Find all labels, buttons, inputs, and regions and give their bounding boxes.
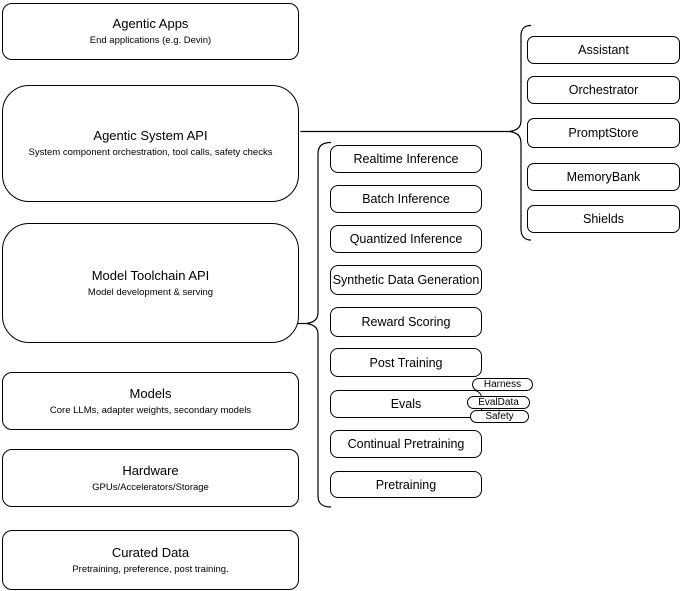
node-continual-pretraining: Continual Pretraining bbox=[330, 430, 482, 458]
node-title: Curated Data bbox=[111, 544, 190, 560]
right-group-brace bbox=[509, 24, 532, 241]
node-label: Reward Scoring bbox=[361, 315, 451, 329]
node-label: Evals bbox=[390, 397, 422, 411]
node-batch-inference: Batch Inference bbox=[330, 185, 482, 213]
pill-label: EvalData bbox=[478, 397, 519, 408]
node-memorybank: MemoryBank bbox=[527, 163, 680, 191]
node-realtime-inference: Realtime Inference bbox=[330, 145, 482, 173]
node-label: Realtime Inference bbox=[353, 152, 459, 166]
node-label: Continual Pretraining bbox=[347, 437, 465, 451]
node-reward-scoring: Reward Scoring bbox=[330, 307, 482, 337]
node-label: MemoryBank bbox=[566, 170, 641, 184]
node-subtitle: System component orchestration, tool cal… bbox=[28, 147, 273, 158]
node-label: Batch Inference bbox=[362, 192, 450, 206]
node-title: Model Toolchain API bbox=[91, 267, 210, 283]
node-title: Agentic System API bbox=[93, 128, 208, 143]
node-curated-data: Curated Data Pretraining, preference, po… bbox=[2, 530, 299, 590]
node-models: Models Core LLMs, adapter weights, secon… bbox=[2, 372, 299, 430]
pill-evaldata: EvalData bbox=[467, 396, 530, 409]
node-subtitle: End applications (e.g. Devin) bbox=[89, 35, 212, 46]
node-evals: Evals bbox=[330, 390, 482, 418]
pill-label: Safety bbox=[485, 411, 514, 422]
node-hardware: Hardware GPUs/Accelerators/Storage bbox=[2, 449, 299, 507]
node-assistant: Assistant bbox=[527, 36, 680, 64]
node-label: Pretraining bbox=[375, 477, 437, 492]
node-pretraining: Pretraining bbox=[330, 471, 482, 498]
pill-safety: Safety bbox=[470, 410, 529, 423]
node-label: Quantized Inference bbox=[349, 232, 463, 246]
node-subtitle: Model development & serving bbox=[87, 286, 214, 298]
node-subtitle: Core LLMs, adapter weights, secondary mo… bbox=[49, 404, 252, 416]
node-title: Models bbox=[129, 385, 172, 401]
node-label: PromptStore bbox=[568, 126, 639, 140]
node-title: Hardware bbox=[122, 462, 179, 478]
node-shields: Shields bbox=[527, 205, 680, 233]
node-agentic-system-api: Agentic System API System component orch… bbox=[2, 85, 299, 202]
node-label: Synthetic Data Generation bbox=[332, 273, 480, 287]
node-subtitle: Pretraining, preference, post training. bbox=[72, 563, 229, 575]
node-quantized-inference: Quantized Inference bbox=[330, 225, 482, 253]
node-title: Agentic Apps bbox=[112, 16, 189, 31]
pill-label: Harness bbox=[483, 379, 522, 390]
node-label: Assistant bbox=[578, 43, 629, 57]
middle-group-brace bbox=[306, 141, 332, 508]
node-model-toolchain-api: Model Toolchain API Model development & … bbox=[2, 223, 299, 343]
node-label: Orchestrator bbox=[568, 83, 639, 97]
node-post-training: Post Training bbox=[330, 348, 482, 377]
node-agentic-apps: Agentic Apps End applications (e.g. Devi… bbox=[2, 3, 299, 60]
node-label: Shields bbox=[583, 212, 624, 226]
node-promptstore: PromptStore bbox=[527, 118, 680, 148]
node-label: Post Training bbox=[369, 355, 443, 370]
node-synthetic-data-generation: Synthetic Data Generation bbox=[330, 265, 482, 295]
node-subtitle: GPUs/Accelerators/Storage bbox=[92, 481, 209, 493]
pill-harness: Harness bbox=[472, 378, 533, 391]
node-orchestrator: Orchestrator bbox=[527, 76, 680, 104]
